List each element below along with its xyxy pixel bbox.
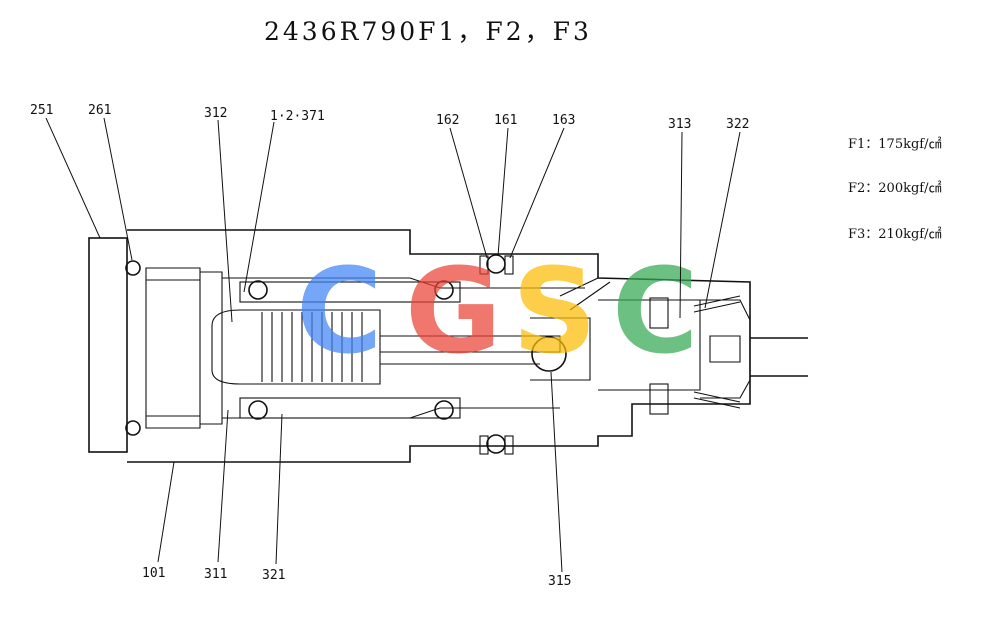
- label-311: 311: [204, 567, 227, 582]
- backup-ring-162: [479, 255, 489, 275]
- label-313: 313: [668, 117, 691, 132]
- diagram-title: 2436R790F1，F2，F3: [264, 17, 592, 46]
- backup-ring-163: [504, 255, 514, 275]
- o-ring-upper: [125, 260, 141, 276]
- watermark-letter-g: G: [405, 242, 502, 380]
- label-162: 162: [436, 113, 459, 128]
- watermark: C G S C: [296, 242, 699, 380]
- valve-body-outline: [88, 229, 808, 463]
- spec-f3: F3：210kgf/㎠: [848, 227, 942, 242]
- spring-322: [693, 295, 741, 409]
- watermark-letter-s: S: [512, 242, 597, 380]
- plug-inner: [145, 267, 201, 429]
- label-321: 321: [262, 568, 285, 583]
- ball-371-upper: [248, 280, 268, 300]
- lower-rod-321: [239, 397, 461, 419]
- spec-f1: F1：175kgf/㎠: [848, 137, 942, 152]
- part-labels: 251 261 312 1·2·371 162 161 163 313 322 …: [30, 103, 749, 589]
- spring-coils: [261, 312, 363, 382]
- label-101: 101: [142, 566, 165, 581]
- label-161: 161: [494, 113, 517, 128]
- leader-lines: [45, 117, 741, 573]
- label-312: 312: [204, 106, 227, 121]
- watermark-letter-c1: C: [296, 242, 383, 380]
- label-1-2-371: 1·2·371: [270, 109, 325, 124]
- spec-f2: F2：200kgf/㎠: [848, 181, 942, 196]
- label-315: 315: [548, 574, 571, 589]
- label-261: 261: [88, 103, 111, 118]
- watermark-letter-c2: C: [612, 242, 699, 380]
- end-cap: [88, 237, 128, 453]
- label-251: 251: [30, 103, 53, 118]
- part-313: [649, 297, 669, 329]
- ball-315: [531, 336, 567, 372]
- upper-rod: [239, 281, 461, 303]
- label-163: 163: [552, 113, 575, 128]
- o-ring-lower: [125, 420, 141, 436]
- piston-312: [211, 309, 381, 385]
- poppet-head: [709, 335, 741, 363]
- label-322: 322: [726, 117, 749, 132]
- body-housing: [127, 229, 751, 463]
